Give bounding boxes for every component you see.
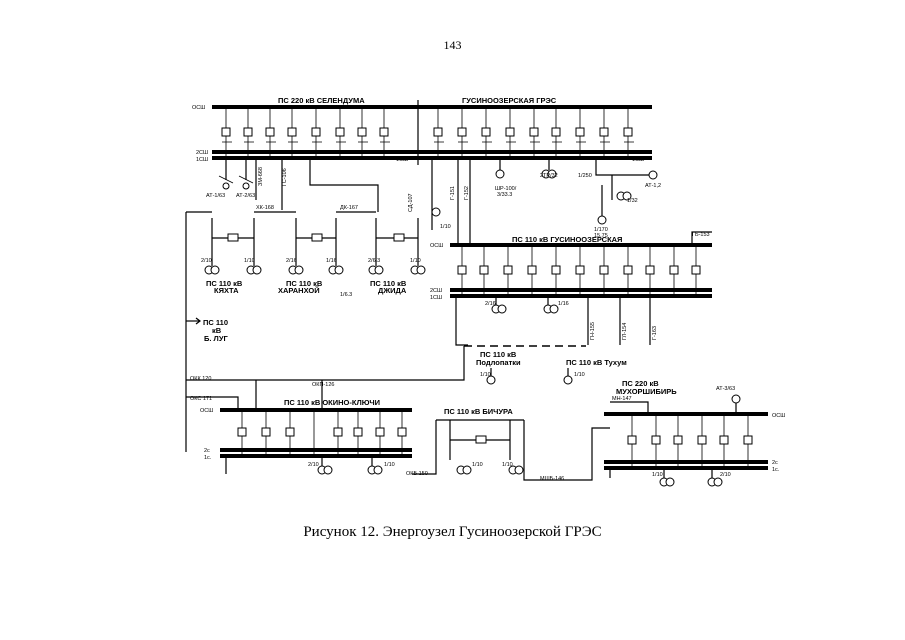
figure-caption: Рисунок 12. Энергоузел Гусиноозерской ГР… [303, 524, 602, 540]
mukhorshibir-title-2: МУХОРШИБИРЬ [616, 387, 677, 396]
at1-label: АТ-1/63 [206, 193, 225, 199]
kyakhta-title: ПС 110 кВ [206, 279, 243, 288]
reactor-label-2: 3/33.3 [497, 192, 512, 198]
t1-10-label: 1/10 [410, 258, 421, 264]
at2-label: АТ-2/63 [236, 193, 255, 199]
t2-6-label: 2/6.3 [368, 258, 380, 264]
reactor-label: ШР-100/ [495, 186, 517, 192]
tukhum-title: ПС 110 кВ Тухум [566, 358, 627, 367]
t2-10-label: 2/10 [201, 258, 212, 264]
dzhida-title-2: ДЖИДА [378, 286, 407, 295]
kyakhta-title-2: КЯХТА [214, 286, 239, 295]
line-gb153: ГБ-153 [692, 232, 710, 238]
t1-16-label: 1/16 [558, 301, 569, 307]
line-g152: Г-152 [464, 186, 470, 200]
podlopatki-title-2: Подлопатки [476, 358, 521, 367]
bus-label-osh: ОСШ [416, 105, 429, 111]
kharanhoy-title: ПС 110 кВ [286, 279, 323, 288]
bus-label-osh: ОСШ [772, 413, 785, 419]
selenduma-autotransformers [218, 160, 254, 190]
mukhorshibir [604, 394, 768, 487]
t1-10-label: 1/10 [652, 472, 663, 478]
line-okp126-path [186, 346, 465, 381]
at12-label: АТ-1,2 [645, 183, 661, 189]
line-okc171: ОКС 171 [190, 396, 212, 402]
mukhorshibir-title: ПС 220 кВ [622, 379, 659, 388]
gusinoozerskaya-title: ПС 110 кВ ГУСИНООЗЕРСКАЯ [512, 235, 622, 244]
t1-250-label: 1/250 [578, 173, 592, 179]
blug-arrow [195, 317, 201, 325]
line-gs106: ГС-106 [282, 168, 288, 186]
gres-equipment [431, 160, 658, 225]
bus-label-2sh: 2СШ [396, 150, 408, 156]
t1-6-label: 1/6.3 [340, 292, 352, 298]
line-mshb146: МШБ-146 [540, 476, 564, 482]
t1-32-label: 1/32 [627, 198, 638, 204]
bus-label-osh: ОСШ [200, 408, 213, 414]
gusinoozerskaya-transformers [455, 296, 651, 346]
gen-label-2: 15.75 [594, 233, 608, 239]
bus-label-2sh: 2СШ [196, 150, 208, 156]
dzhida-title: ПС 110 кВ [370, 279, 407, 288]
t2-16-label: 2/16 [485, 301, 496, 307]
line-gn155: ГН-155 [590, 322, 596, 340]
bus-label-1sh: 1СШ [430, 295, 442, 301]
t1-10-label: 1/10 [480, 372, 491, 378]
t1-10-label: 1/10 [440, 224, 451, 230]
t1-10-label: 1/10 [384, 462, 395, 468]
t1-10-label: 1/10 [502, 462, 513, 468]
line-okp126: ОКП-126 [312, 382, 334, 388]
bus-label-1sh: 1СШ [196, 157, 208, 163]
bus-label-osh: ОСШ [192, 105, 205, 111]
bus-label-1c: 1с. [772, 467, 780, 473]
bichura [412, 419, 610, 481]
selenduma-title: ПС 220 кВ СЕЛЕНДУМА [278, 96, 365, 105]
selenduma-gres-buses [212, 100, 652, 165]
okino-title: ПС 110 кВ ОКИНО-КЛЮЧИ [284, 398, 380, 407]
bus-label-2c: 2с [772, 460, 778, 466]
t2-10-label: 2/10 [308, 462, 319, 468]
kyakhta-group [185, 211, 426, 452]
line-okk120: ОКК 120 [190, 376, 211, 382]
at3-label: АТ-3/63 [716, 386, 735, 392]
blug-title-3: Б. ЛУГ [204, 334, 228, 343]
bus-label-osh: ОСШ [430, 243, 443, 249]
bus-label-2sh: 2СШ [430, 288, 442, 294]
line-mn147: МН-147 [612, 396, 632, 402]
line-zm668: ЗМ-668 [258, 167, 264, 186]
gen-label: 1/170 [594, 227, 608, 233]
bus-label-1sh: 1СШ [632, 157, 644, 163]
t1-10-label: 1/10 [472, 462, 483, 468]
bus-label-1sh: 1СШ [396, 157, 408, 163]
t1-16-label: 1/16 [326, 258, 337, 264]
t1-10-label: 1/10 [244, 258, 255, 264]
blug-title: ПС 110 [203, 318, 228, 327]
t2-10-label: 2/10 [720, 472, 731, 478]
page-number: 143 [443, 38, 462, 52]
okino-klyuchi [186, 380, 412, 475]
bus-label-2c: 2с [204, 448, 210, 454]
top-feeders [255, 158, 612, 245]
t2-16-label: 2/16 [286, 258, 297, 264]
podlopatki-title: ПС 110 кВ [480, 350, 517, 359]
bus-label-2sh: 2СШ [632, 150, 644, 156]
bichura-title: ПС 110 кВ БИЧУРА [444, 407, 513, 416]
t1-10-label: 1/10 [574, 372, 585, 378]
bus-label-1c: 1с. [204, 455, 212, 461]
kharanhoy-title-2: ХАРАНХОЙ [278, 286, 320, 295]
top-station-bays [221, 107, 634, 160]
line-dk167: ДК-167 [340, 205, 358, 211]
line-g163: Г-163 [652, 326, 658, 340]
line-g151: Г-151 [450, 186, 456, 200]
line-sd107: СД-107 [408, 193, 414, 212]
t2tr-label: 2ТР/32 [540, 173, 558, 179]
line-hk168: ХК-168 [256, 205, 274, 211]
podlopatki-tukhum [486, 368, 573, 385]
line-gn154: ГЛ-154 [622, 323, 628, 340]
blug-title-2: кВ [212, 326, 222, 335]
gusinoozerskaya-buses [450, 231, 712, 298]
gres-title: ГУСИНООЗЕРСКАЯ ГРЭС [462, 96, 557, 105]
